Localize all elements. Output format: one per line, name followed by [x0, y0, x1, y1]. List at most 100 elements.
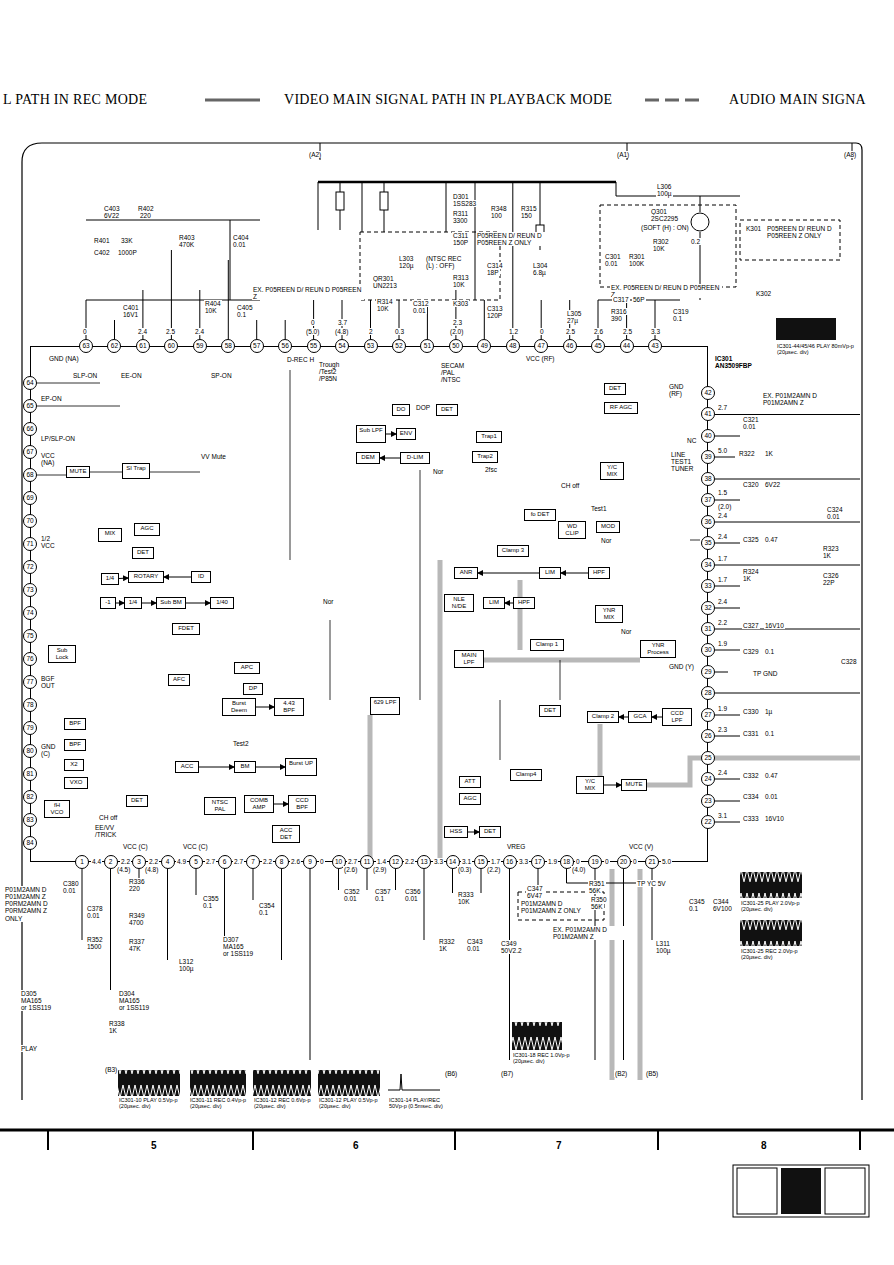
schematic-label: or 1SS119: [20, 1004, 52, 1011]
schematic-label: EE-ON: [120, 372, 143, 379]
function-block: MAIN LPF: [454, 650, 484, 668]
block-label: LIM: [486, 599, 502, 606]
pin-number: 6: [219, 856, 231, 868]
waveform: [253, 1070, 311, 1096]
schematic-label: 10K: [452, 281, 466, 288]
schematic-label: Nor: [600, 537, 612, 544]
block-label: 629 LPF: [373, 699, 397, 706]
pin-circle: 78: [23, 698, 37, 712]
block-label: GCA: [631, 713, 649, 720]
schematic-label: 4.4: [91, 858, 102, 865]
schematic-label: BGF OUT: [40, 675, 64, 689]
pin-number: 24: [702, 773, 714, 785]
grid-number: 6: [352, 1140, 360, 1151]
pin-number: 33: [702, 580, 714, 592]
schematic-label: 0.1: [672, 315, 683, 322]
schematic-label: 2.7: [347, 858, 358, 865]
block-label: BPF: [67, 741, 83, 748]
ruler-line: [0, 1129, 894, 1132]
block-label: DET: [542, 707, 558, 714]
signal-arrow: [561, 573, 588, 574]
signal-arrow: [116, 603, 124, 604]
signal-arrow: [604, 785, 621, 786]
pin-number: 42: [702, 387, 714, 399]
pin-circle: 72: [23, 560, 37, 574]
schematic-label: GND (RF): [668, 383, 698, 397]
schematic-label: NC: [686, 437, 697, 444]
block-label: FDET: [175, 625, 197, 632]
function-block: Sub Lock: [48, 645, 76, 663]
block-label: DET: [607, 385, 623, 392]
pin-circle: 51: [420, 339, 434, 353]
pin-circle: 47: [534, 339, 548, 353]
pin-number: 8: [276, 856, 288, 868]
pin-circle: 76: [23, 652, 37, 666]
pin-number: 45: [592, 340, 604, 352]
block-label: ATT: [462, 778, 478, 785]
pin-circle: 57: [250, 339, 264, 353]
function-block: Burst Deem: [222, 698, 256, 716]
schematic-label: 1000P: [117, 249, 138, 256]
block-label: MIX: [101, 530, 119, 537]
waveform: [512, 1022, 562, 1050]
option-box: [600, 205, 736, 287]
schematic-label: (SOFT (H) : ON): [640, 224, 690, 231]
schematic-label: 2: [368, 328, 374, 335]
schematic-label: 1.5: [717, 489, 728, 496]
block-label: COMB AMP: [247, 797, 271, 810]
pin-circle: 41: [701, 407, 715, 421]
function-block: SI Trap: [122, 463, 150, 479]
function-block: HSS: [444, 826, 468, 838]
ruler-ticks: [48, 1130, 860, 1150]
schematic-label: SLP-ON: [72, 372, 98, 379]
pin-circle: 40: [701, 429, 715, 443]
block-label: fo DET: [527, 511, 553, 518]
pin-number: 9: [304, 856, 316, 868]
schematic-label: 50V2.2: [500, 947, 523, 954]
schematic-label: C402: [93, 249, 111, 256]
schematic-label: 0: [319, 858, 325, 865]
pin-circle: 79: [23, 721, 37, 735]
schematic-label: (2.6): [343, 866, 358, 873]
function-block: LIM: [483, 597, 505, 609]
schematic-label: 16V10: [764, 622, 785, 629]
schematic-label: 22P: [822, 579, 836, 586]
schematic-label: IC301-12 REC 0.6Vp-p (20µsec. div): [253, 1097, 317, 1109]
block-label: HPF: [516, 599, 532, 606]
schematic-label: R401: [93, 237, 111, 244]
function-block: BPF: [64, 739, 86, 751]
schematic-label: C331: [742, 730, 760, 737]
schematic-label: 0.1: [202, 902, 213, 909]
function-block: RF AGC: [604, 402, 638, 414]
schematic-label: 470K: [178, 241, 195, 248]
signal-arrow: [652, 717, 662, 718]
schematic-label: 1.7: [717, 576, 728, 583]
resistor-symbol: [380, 192, 388, 210]
schematic-label: 1K: [108, 1027, 118, 1034]
schematic-label: TP YC 5V: [636, 880, 667, 887]
schematic-label: 0.47: [764, 772, 779, 779]
schematic-label: 33K: [120, 237, 134, 244]
schematic-label: 100: [490, 212, 503, 219]
page-frame: [22, 143, 862, 1100]
schematic-label: 220: [128, 885, 141, 892]
signal-arrow: [505, 603, 513, 604]
pin-circle: 74: [23, 606, 37, 620]
pin-circle: 43: [648, 339, 662, 353]
pin-circle: 17: [531, 855, 545, 869]
signal-arrow: [164, 577, 191, 578]
pin-number: 43: [649, 340, 661, 352]
function-block: fH VCO: [44, 800, 70, 818]
block-label: 1/40: [213, 599, 231, 606]
schematic-label: 0.01: [62, 887, 77, 894]
block-label: X2: [67, 761, 81, 768]
ic-outline: IC301 AN3509FBPMUTESI TrapMIXAGCDET1/4RO…: [30, 346, 708, 862]
pin-number: 36: [702, 516, 714, 528]
pin-number: 4: [162, 856, 174, 868]
schematic-label: 0: [82, 328, 88, 335]
pin-number: 39: [702, 451, 714, 463]
schematic-label: (4.8): [144, 866, 159, 873]
pin-circle: 23: [701, 794, 715, 808]
pin-number: 68: [24, 469, 36, 481]
block-label: NTSC PAL: [207, 799, 233, 812]
